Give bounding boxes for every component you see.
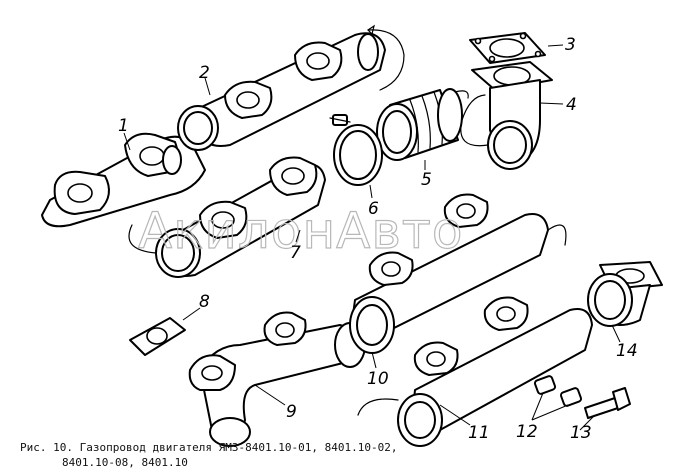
callout-7: 7 — [290, 243, 301, 263]
part-10-manifold — [349, 193, 567, 354]
callout-5: 5 — [421, 170, 432, 190]
part-4-elbow — [460, 61, 553, 170]
part-7-manifold — [128, 156, 326, 278]
callout-4: 4 — [566, 95, 577, 115]
part-14-elbow — [587, 261, 663, 327]
figure-caption: Рис. 10. Газопровод двигателя ЯМЗ-8401.1… — [20, 440, 620, 470]
callout-6: 6 — [368, 199, 379, 219]
part-3-gasket — [469, 32, 546, 64]
callout-8: 8 — [199, 292, 210, 312]
callout-14: 14 — [616, 341, 638, 361]
callout-10: 10 — [367, 369, 389, 389]
callout-13: 13 — [570, 423, 592, 443]
part-12-nuts — [533, 375, 583, 407]
part-1-manifold — [41, 132, 206, 228]
callout-3: 3 — [565, 35, 576, 55]
callout-9: 9 — [286, 402, 297, 422]
part-8-gasket — [129, 317, 186, 356]
callout-2: 2 — [199, 63, 210, 83]
watermark: АкилонАвто — [138, 202, 464, 260]
caption-line-1: Рис. 10. Газопровод двигателя ЯМЗ-8401.1… — [20, 441, 398, 454]
part-9-manifold — [188, 311, 366, 447]
part-13-bolt — [584, 387, 631, 419]
callout-leaders — [123, 44, 621, 431]
part-2-manifold — [177, 24, 405, 151]
callout-12: 12 — [516, 422, 538, 442]
part-11-manifold — [357, 296, 593, 447]
callout-1: 1 — [118, 116, 129, 136]
callout-11: 11 — [468, 423, 490, 443]
part-6-clamp — [329, 114, 383, 186]
caption-line-2: 8401.10-08, 8401.10 — [62, 456, 188, 469]
part-5-bellows — [376, 88, 469, 161]
